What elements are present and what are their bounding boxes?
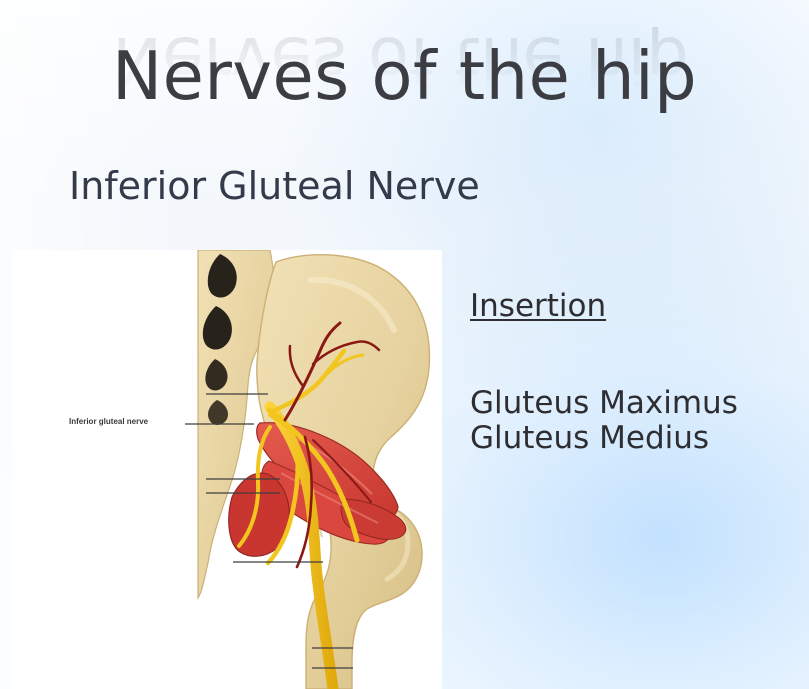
insertion-item-gluteus-medius: Gluteus Medius	[470, 421, 738, 456]
slide-title-reflection: Nerves of the hip	[112, 27, 689, 94]
insertion-heading: Insertion	[470, 290, 606, 323]
anatomy-figure: Inferior gluteal nerve	[12, 250, 442, 689]
slide-subtitle: Inferior Gluteal Nerve	[69, 166, 480, 208]
insertion-list: Gluteus Maximus Gluteus Medius	[470, 386, 738, 455]
hip-anatomy-illustration	[12, 250, 442, 689]
insertion-item-gluteus-maximus: Gluteus Maximus	[470, 386, 738, 421]
inferior-gluteal-nerve-label: Inferior gluteal nerve	[69, 418, 148, 426]
